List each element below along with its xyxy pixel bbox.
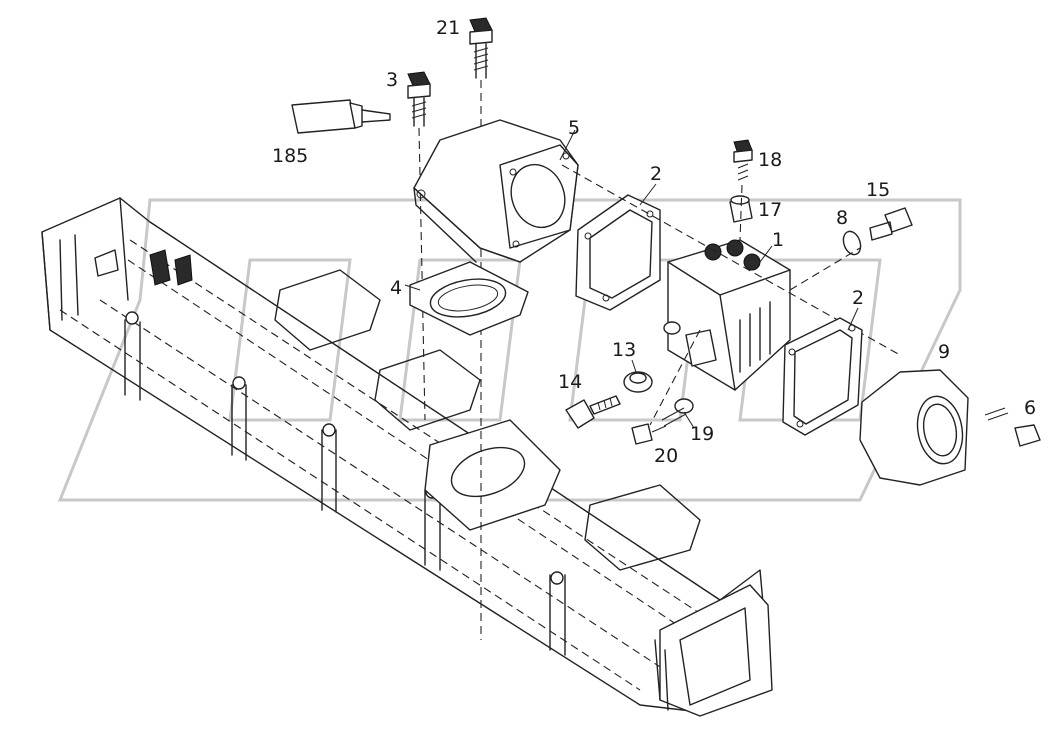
callout-20: 20: [654, 445, 678, 467]
callout-3: 3: [386, 69, 398, 91]
ring-8: [842, 230, 862, 256]
valve-body-1: [561, 164, 901, 426]
bolt-15: [789, 207, 913, 291]
bolt-14: [565, 395, 621, 429]
nut-20: [631, 423, 667, 445]
exhaust-manifold: [41, 197, 773, 717]
gasket-4: [409, 261, 529, 336]
sealant-tube-185: [291, 99, 391, 134]
callout-19: 19: [690, 423, 714, 445]
callout-6: 6: [1024, 397, 1036, 419]
callouts: 21 3 185 5 2 18 17 15 8 1 4 2 9 13 14 6 …: [272, 17, 1036, 467]
bolt-6: [984, 407, 1041, 447]
elbow-adapter-5: [413, 119, 579, 263]
bolt-3: [407, 71, 431, 421]
callout-9: 9: [938, 341, 950, 363]
callout-14: 14: [558, 371, 582, 393]
sensor-19: [661, 398, 694, 427]
callout-5: 5: [568, 117, 580, 139]
callout-18: 18: [758, 149, 782, 171]
callout-17: 17: [758, 199, 782, 221]
callout-15: 15: [866, 179, 890, 201]
callout-13: 13: [612, 339, 636, 361]
callout-4: 4: [390, 277, 402, 299]
callout-2-lower: 2: [852, 287, 864, 309]
outlet-elbow-9: [859, 369, 969, 486]
callout-2-upper: 2: [650, 163, 662, 185]
leader-lines: [404, 129, 859, 429]
callout-185: 185: [272, 145, 308, 167]
callout-21: 21: [436, 17, 460, 39]
callout-1: 1: [772, 229, 784, 251]
gasket-2-lower: [782, 317, 863, 436]
callout-8: 8: [836, 207, 848, 229]
gasket-2-upper: [575, 194, 661, 311]
spacer-13: [623, 371, 653, 393]
bolt-18: [733, 139, 753, 241]
